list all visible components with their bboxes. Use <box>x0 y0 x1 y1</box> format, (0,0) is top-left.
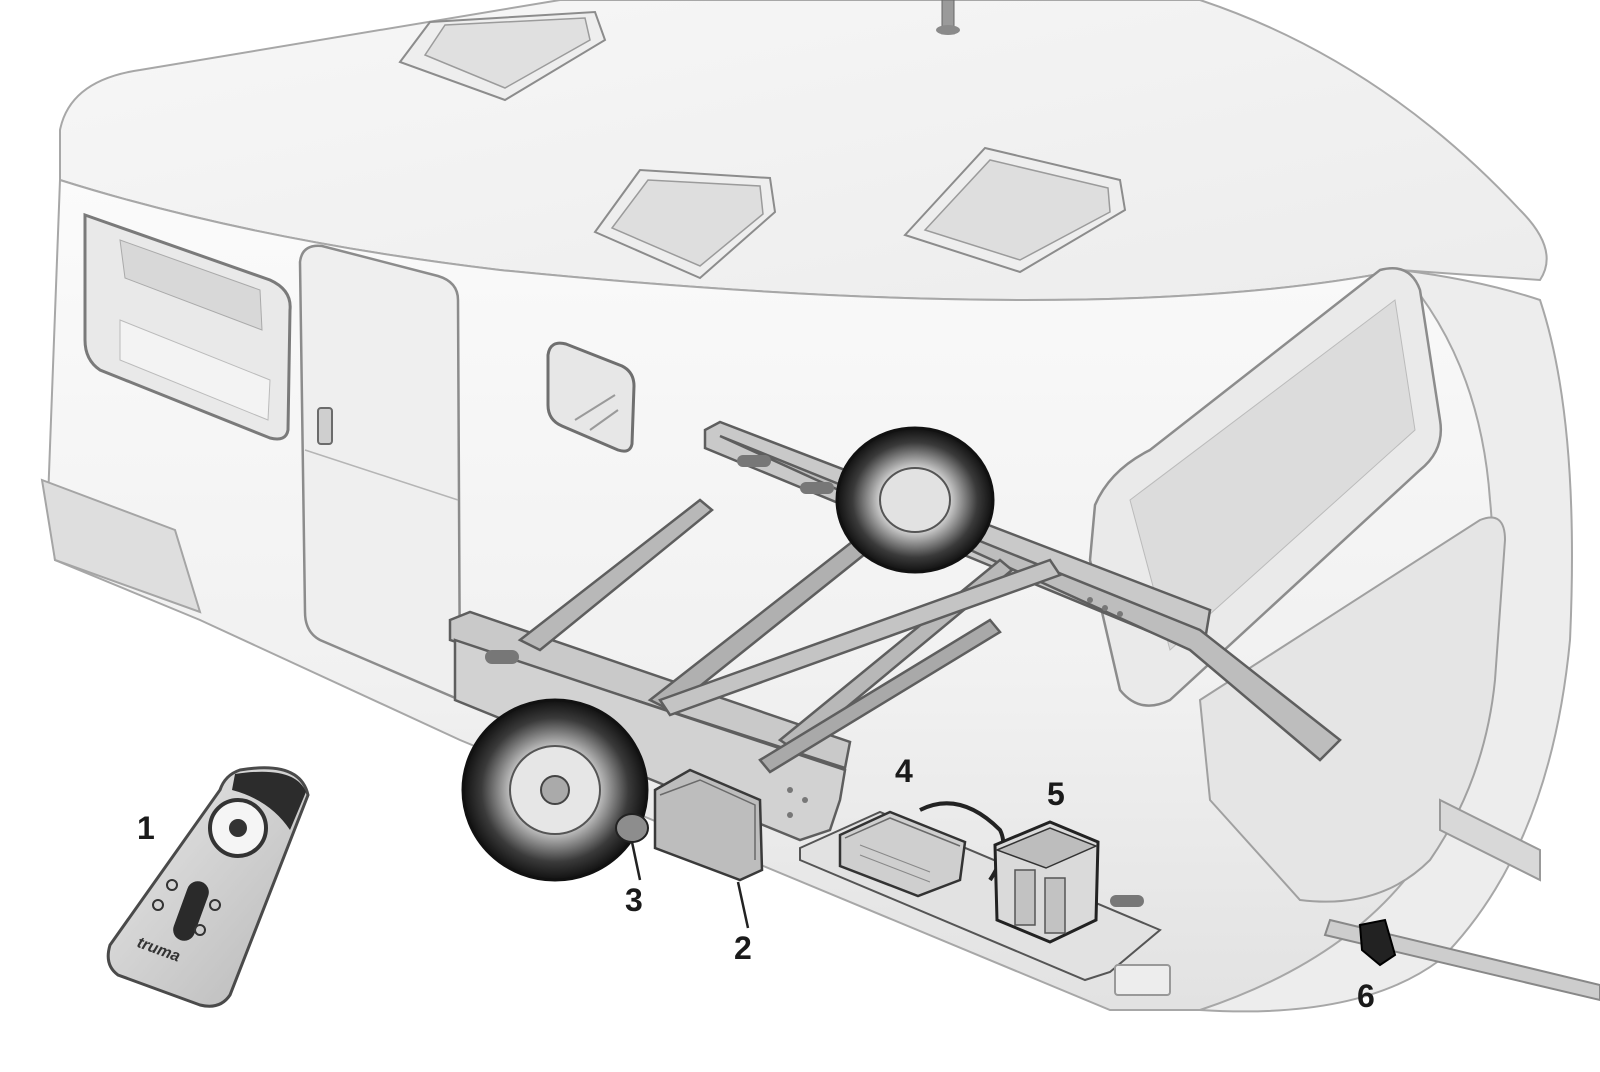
isolator-switch <box>1358 918 1397 967</box>
roof-antenna <box>936 0 960 35</box>
leader-lines <box>630 841 750 929</box>
entry-door <box>298 244 462 702</box>
drive-motor <box>653 768 764 882</box>
chassis-holes <box>485 455 1144 907</box>
side-window-small <box>546 341 636 453</box>
floor-hatch <box>1114 964 1171 996</box>
remote-button-icon[interactable] <box>194 924 206 936</box>
remote-control <box>106 766 310 1008</box>
battery <box>993 820 1100 944</box>
control-box <box>838 810 967 898</box>
roof-vent-left <box>398 10 607 102</box>
remote-top-band <box>232 771 306 830</box>
remote-button-icon[interactable] <box>166 879 178 891</box>
door-handle <box>317 407 333 445</box>
front-lower-panel <box>1198 516 1507 903</box>
drive-roller <box>615 813 649 843</box>
roof-vent-right <box>903 146 1127 274</box>
chassis-frame <box>448 420 1342 842</box>
remote-slider[interactable] <box>170 878 212 944</box>
towbar <box>1323 798 1600 1002</box>
remote-button-icon[interactable] <box>152 899 164 911</box>
callout-2: 2 <box>734 930 752 966</box>
roof-vent-center <box>593 168 777 280</box>
callout-4: 4 <box>895 753 913 789</box>
remote-dial-center-icon <box>229 819 247 837</box>
rear-window <box>83 212 292 441</box>
rear-bumper <box>40 478 202 614</box>
rear-wheel <box>835 426 995 574</box>
callout-1: 1 <box>137 810 155 846</box>
remote-button-icon[interactable] <box>209 899 221 911</box>
callout-3: 3 <box>625 882 643 918</box>
front-wheel <box>461 698 649 882</box>
callout-6: 6 <box>1357 978 1375 1014</box>
callout-5: 5 <box>1047 776 1065 812</box>
